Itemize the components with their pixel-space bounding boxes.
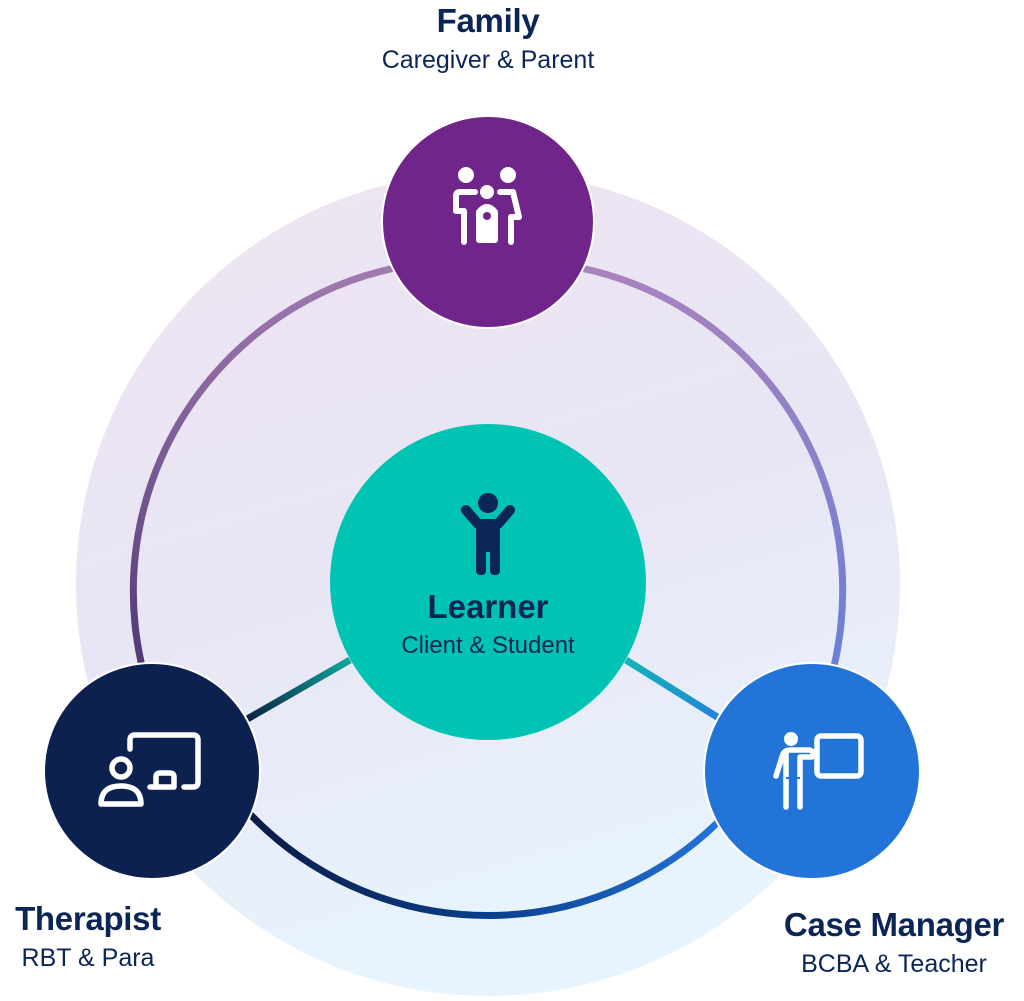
learner-circle <box>330 424 646 740</box>
learner-label: Learner Client & Student <box>330 588 646 662</box>
case-manager-subtitle: BCBA & Teacher <box>801 950 987 978</box>
family-title: Family <box>436 2 540 39</box>
therapist-node <box>43 662 261 880</box>
case-manager-node <box>703 662 921 880</box>
learner-title: Learner <box>427 588 549 625</box>
family-node <box>381 115 595 329</box>
teacher-presenting-icon <box>773 732 864 810</box>
therapist-label: Therapist RBT & Para <box>0 900 176 974</box>
spoke-learner-therapist <box>240 656 352 726</box>
therapist-title: Therapist <box>15 900 161 937</box>
person-at-whiteboard-icon <box>98 732 201 807</box>
child-arms-raised-icon <box>461 493 515 575</box>
spoke-learner-case-manager <box>624 657 724 723</box>
case-manager-circle <box>703 662 921 880</box>
family-icon <box>453 167 522 245</box>
learner-node <box>330 424 646 740</box>
case-manager-title: Case Manager <box>783 906 1005 943</box>
family-label: Family Caregiver & Parent <box>338 2 638 76</box>
case-manager-label: Case Manager BCBA & Teacher <box>760 906 1024 980</box>
learner-subtitle: Client & Student <box>401 632 575 659</box>
arc-therapist-case-manager <box>245 809 731 920</box>
therapist-circle <box>43 662 261 880</box>
therapist-subtitle: RBT & Para <box>21 944 155 972</box>
family-subtitle: Caregiver & Parent <box>381 46 595 74</box>
